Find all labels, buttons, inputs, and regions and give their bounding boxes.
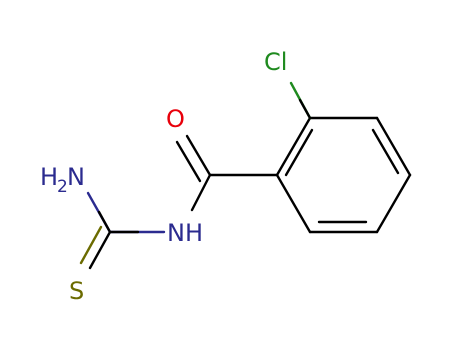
c-o-double-bond-1 (185, 134, 212, 177)
c-s-double-bond-2 (79, 225, 103, 265)
ring-bond-2 (375, 116, 412, 177)
c-cl-bond-base (298, 98, 312, 120)
sulfur-atom-label: S (69, 277, 84, 305)
chlorine-atom-label: Cl (264, 48, 287, 76)
c-o-double-bond-2 (175, 140, 202, 183)
benzene-ring (275, 116, 412, 234)
c-s-double-bond-1 (88, 230, 112, 270)
ring-bond-5 (275, 173, 312, 234)
amide-nh-label: NH (167, 219, 203, 247)
ring-double-inner-1 (371, 128, 400, 175)
oxygen-atom-label: O (166, 105, 185, 133)
ring-bond-3 (375, 173, 412, 234)
ring-bond-6 (275, 116, 312, 177)
carbonyl-nh-bond (190, 173, 212, 212)
amine-group-label: H 2 N (40, 163, 85, 197)
amine-h-subscript: 2 (57, 177, 68, 197)
amine-n-label: N (67, 163, 85, 191)
ring-double-inner-3 (284, 128, 314, 177)
amine-h-label: H (40, 163, 58, 191)
thiocarbon-nh2-bond-base (97, 210, 112, 234)
